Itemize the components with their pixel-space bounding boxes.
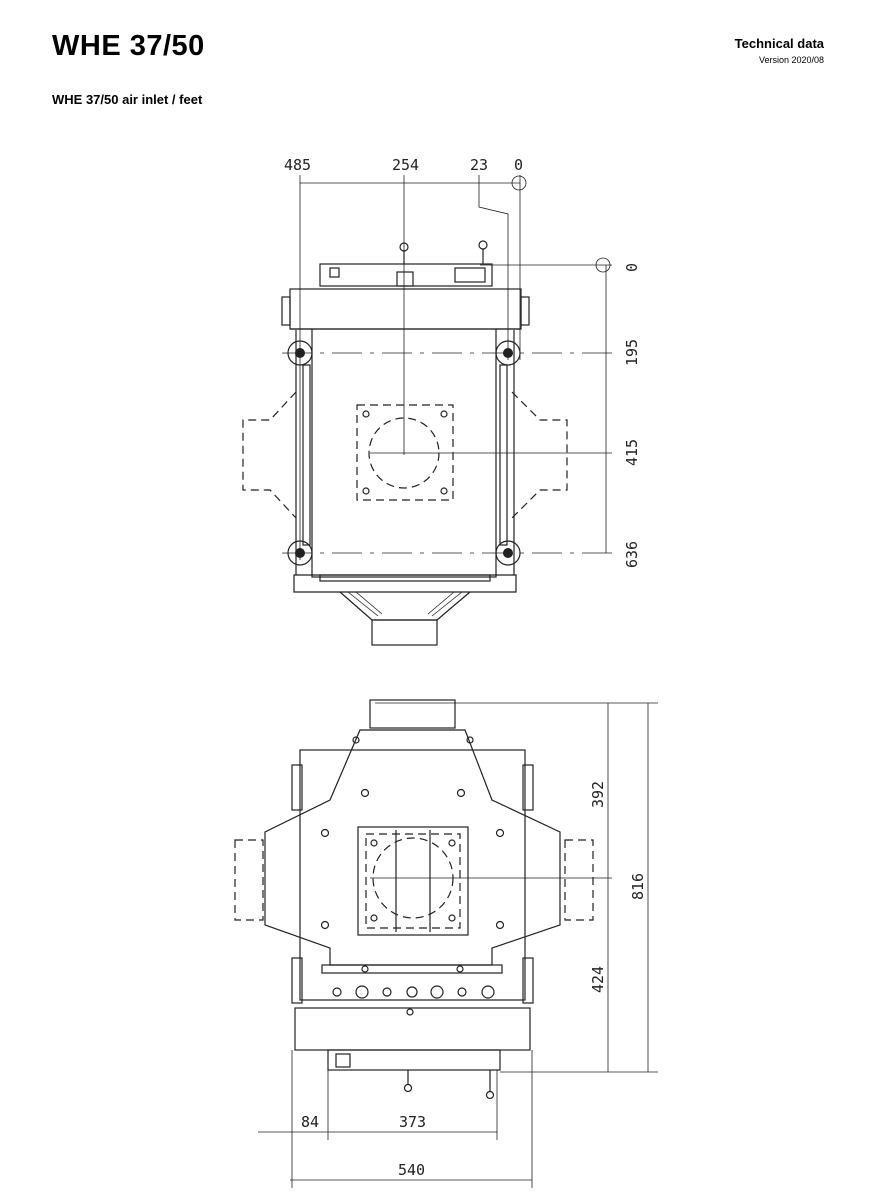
dim-label: 0	[514, 156, 523, 174]
dim-label: 254	[392, 156, 419, 174]
bottom-view-drawing	[234, 699, 658, 1188]
dim-label: 485	[284, 156, 311, 174]
document-type: Technical data	[734, 36, 824, 51]
dim-label: 23	[470, 156, 488, 174]
top-view-dimensions: 485 254 23 0 0 195 415 636	[284, 156, 641, 568]
dim-label: 540	[398, 1161, 425, 1179]
top-view-drawing	[242, 175, 612, 646]
dim-label: 392	[589, 781, 607, 808]
dim-label: 415	[623, 439, 641, 466]
dim-label: 0	[623, 263, 641, 272]
connection-port-row	[332, 985, 495, 999]
dim-label: 816	[629, 873, 647, 900]
foot-icon	[287, 340, 521, 566]
dim-label: 195	[623, 339, 641, 366]
page-title: WHE 37/50	[52, 30, 205, 62]
drawing-subtitle: WHE 37/50 air inlet / feet	[52, 92, 203, 107]
dim-label: 373	[399, 1113, 426, 1131]
dim-label: 636	[623, 541, 641, 568]
dim-label: 424	[589, 966, 607, 993]
document-version: Version 2020/08	[758, 55, 824, 65]
bottom-view-dimensions: 392 424 816 84 373 540	[301, 781, 647, 1179]
dim-label: 84	[301, 1113, 319, 1131]
